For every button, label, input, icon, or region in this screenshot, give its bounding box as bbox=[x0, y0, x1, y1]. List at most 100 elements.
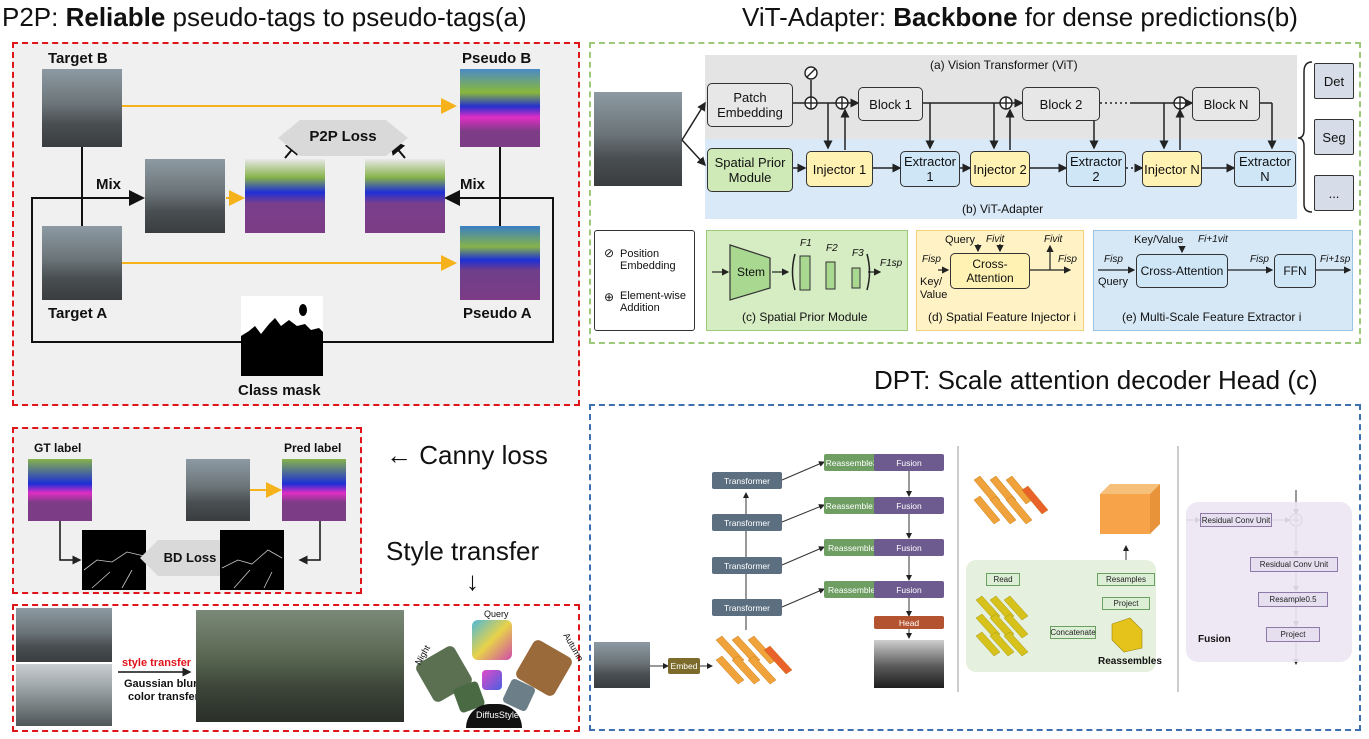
dpt-resample-05-box: Resample0.5 bbox=[1258, 592, 1328, 607]
dpt-project-box-2: Project bbox=[1266, 627, 1320, 642]
mix-right-label: Mix bbox=[460, 176, 486, 193]
extractor-keyvalue-label: Key/Value bbox=[1134, 234, 1184, 246]
position-embedding-label: Position Embedding bbox=[620, 248, 676, 272]
mix-left-label: Mix bbox=[96, 176, 122, 193]
injector-fvit-in-label: Fivit bbox=[986, 234, 1005, 245]
dpt-fusion-label: Fusion bbox=[1198, 634, 1231, 645]
dpt-output-depth-map bbox=[874, 640, 944, 688]
extractor-cross-attention-box: Cross-Attention bbox=[1136, 254, 1228, 288]
pseudo-a-label: Pseudo A bbox=[463, 305, 532, 322]
target-a-image bbox=[42, 226, 122, 300]
position-embedding-icon: ⊘ bbox=[604, 246, 615, 260]
bd-loss-label: BD Loss bbox=[163, 550, 217, 565]
target-b-label: Target B bbox=[48, 50, 108, 67]
dpt-fusion-3: Fusion bbox=[874, 539, 944, 556]
adapter-caption: (b) ViT-Adapter bbox=[962, 202, 1044, 216]
color-transfer-label: color transfer bbox=[128, 691, 199, 703]
vit-input-image bbox=[594, 92, 682, 186]
dpt-residual-conv-unit-2: Residual Conv Unit bbox=[1250, 557, 1338, 572]
block-2-box: Block 2 bbox=[1022, 87, 1100, 121]
style-down-arrow: ↓ bbox=[466, 566, 479, 596]
element-wise-addition-label: Element-wise Addition bbox=[620, 290, 687, 314]
injector-fsp-out-label: Fisp bbox=[1058, 254, 1077, 265]
gaussian-blur-label: Gaussian blur bbox=[124, 678, 198, 690]
p2p-title: P2P: Reliable pseudo-tags to pseudo-tags… bbox=[2, 2, 527, 32]
f2-label: F2 bbox=[826, 243, 838, 254]
dpt-transformer-4: Transformer bbox=[712, 472, 782, 489]
extractor-fsp-out-label: Fi+1sp bbox=[1320, 254, 1351, 265]
pred-edge-map bbox=[220, 530, 284, 590]
dpt-reassemble-16: Reassemble16 bbox=[824, 497, 884, 514]
extractor-2-box: Extractor 2 bbox=[1066, 151, 1126, 187]
gt-label-title: GT label bbox=[34, 441, 82, 455]
pseudo-b-label: Pseudo B bbox=[462, 50, 532, 67]
extractor-fsp-mid-label: Fisp bbox=[1250, 254, 1269, 265]
style-panel bbox=[12, 604, 580, 732]
dpt-reassemble-8: Reassemble8 bbox=[824, 539, 884, 556]
gt-label-image bbox=[28, 459, 92, 521]
style-output-image bbox=[196, 610, 404, 722]
style-source-image-1 bbox=[16, 608, 112, 662]
ffn-box: FFN bbox=[1274, 254, 1316, 288]
diffusion-style-graphic: Query Night Autumn DiffusStyle bbox=[410, 606, 586, 730]
det-output-doc: Det bbox=[1314, 63, 1354, 99]
canny-loss-title: ← Canny loss bbox=[386, 440, 548, 470]
dpt-transformer-2: Transformer bbox=[712, 557, 782, 574]
dpt-head: Head bbox=[874, 616, 944, 629]
seg-output-doc: Seg bbox=[1314, 119, 1354, 155]
dpt-fusion-4: Fusion bbox=[874, 581, 944, 598]
injector-2-box: Injector 2 bbox=[970, 151, 1030, 187]
dpt-reassemble-32: Reassemble32 bbox=[824, 454, 884, 471]
dpt-resample-box: Resamples bbox=[1097, 573, 1155, 586]
vit-caption: (a) Vision Transformer (ViT) bbox=[930, 58, 1078, 72]
class-mask-image bbox=[241, 296, 323, 376]
dpt-project-box: Project bbox=[1102, 597, 1150, 610]
block-n-box: Block N bbox=[1192, 87, 1260, 121]
dpt-reassemble-s-label: Reassembles bbox=[1098, 656, 1162, 667]
p2p-loss-label: P2P Loss bbox=[309, 128, 377, 145]
dpt-transformer-1: Transformer bbox=[712, 599, 782, 616]
extractor-1-box: Extractor 1 bbox=[900, 151, 960, 187]
pred-label-title: Pred label bbox=[284, 441, 342, 455]
canny-input-image bbox=[186, 459, 250, 521]
class-mask-label: Class mask bbox=[238, 382, 321, 399]
p2p-loss-node: P2P Loss bbox=[278, 120, 408, 156]
style-transfer-label: style transfer bbox=[122, 657, 192, 669]
style-source-image-2 bbox=[16, 664, 112, 726]
injector-fsp-in-label: Fisp bbox=[922, 254, 941, 265]
dpt-input-image bbox=[594, 642, 650, 688]
dpt-residual-conv-unit-1: Residual Conv Unit bbox=[1200, 513, 1272, 527]
element-wise-addition-icon: ⊕ bbox=[604, 290, 615, 304]
diffusion-style-label: DiffusStyle bbox=[476, 710, 519, 720]
dpt-fusion-2: Fusion bbox=[874, 497, 944, 514]
query-style-label: Query bbox=[484, 609, 509, 619]
mixed-pseudo-right bbox=[365, 159, 445, 233]
dpt-title: DPT: Scale attention decoder Head (c) bbox=[874, 365, 1318, 395]
dpt-read-box: Read bbox=[986, 573, 1020, 586]
mixed-image bbox=[145, 159, 225, 233]
style-transfer-title: Style transfer bbox=[386, 536, 540, 566]
pred-label-image bbox=[282, 459, 346, 521]
dpt-embed-box: Embed bbox=[668, 658, 700, 674]
target-a-label: Target A bbox=[48, 305, 108, 322]
pseudo-b-image bbox=[460, 69, 540, 147]
vit-legend-box bbox=[594, 230, 695, 331]
extractor-n-box: Extractor N bbox=[1234, 151, 1296, 187]
extractor-query-label: Query bbox=[1098, 276, 1128, 288]
mixed-pseudo-left bbox=[245, 159, 325, 233]
extractor-fvit-label: Fi+1vit bbox=[1198, 234, 1228, 245]
injector-query-label: Query bbox=[945, 234, 975, 246]
vit-adapter-panel bbox=[589, 42, 1361, 344]
extractor-fsp-in-label: Fisp bbox=[1104, 254, 1123, 265]
injector-keyvalue-label: Key/ Value bbox=[920, 276, 948, 301]
stem-label: Stem bbox=[737, 265, 766, 279]
injector-caption: (d) Spatial Feature Injector i bbox=[928, 310, 1077, 324]
dpt-transformer-3: Transformer bbox=[712, 514, 782, 531]
center-style-tile bbox=[482, 670, 502, 690]
query-style-tile bbox=[472, 620, 512, 660]
